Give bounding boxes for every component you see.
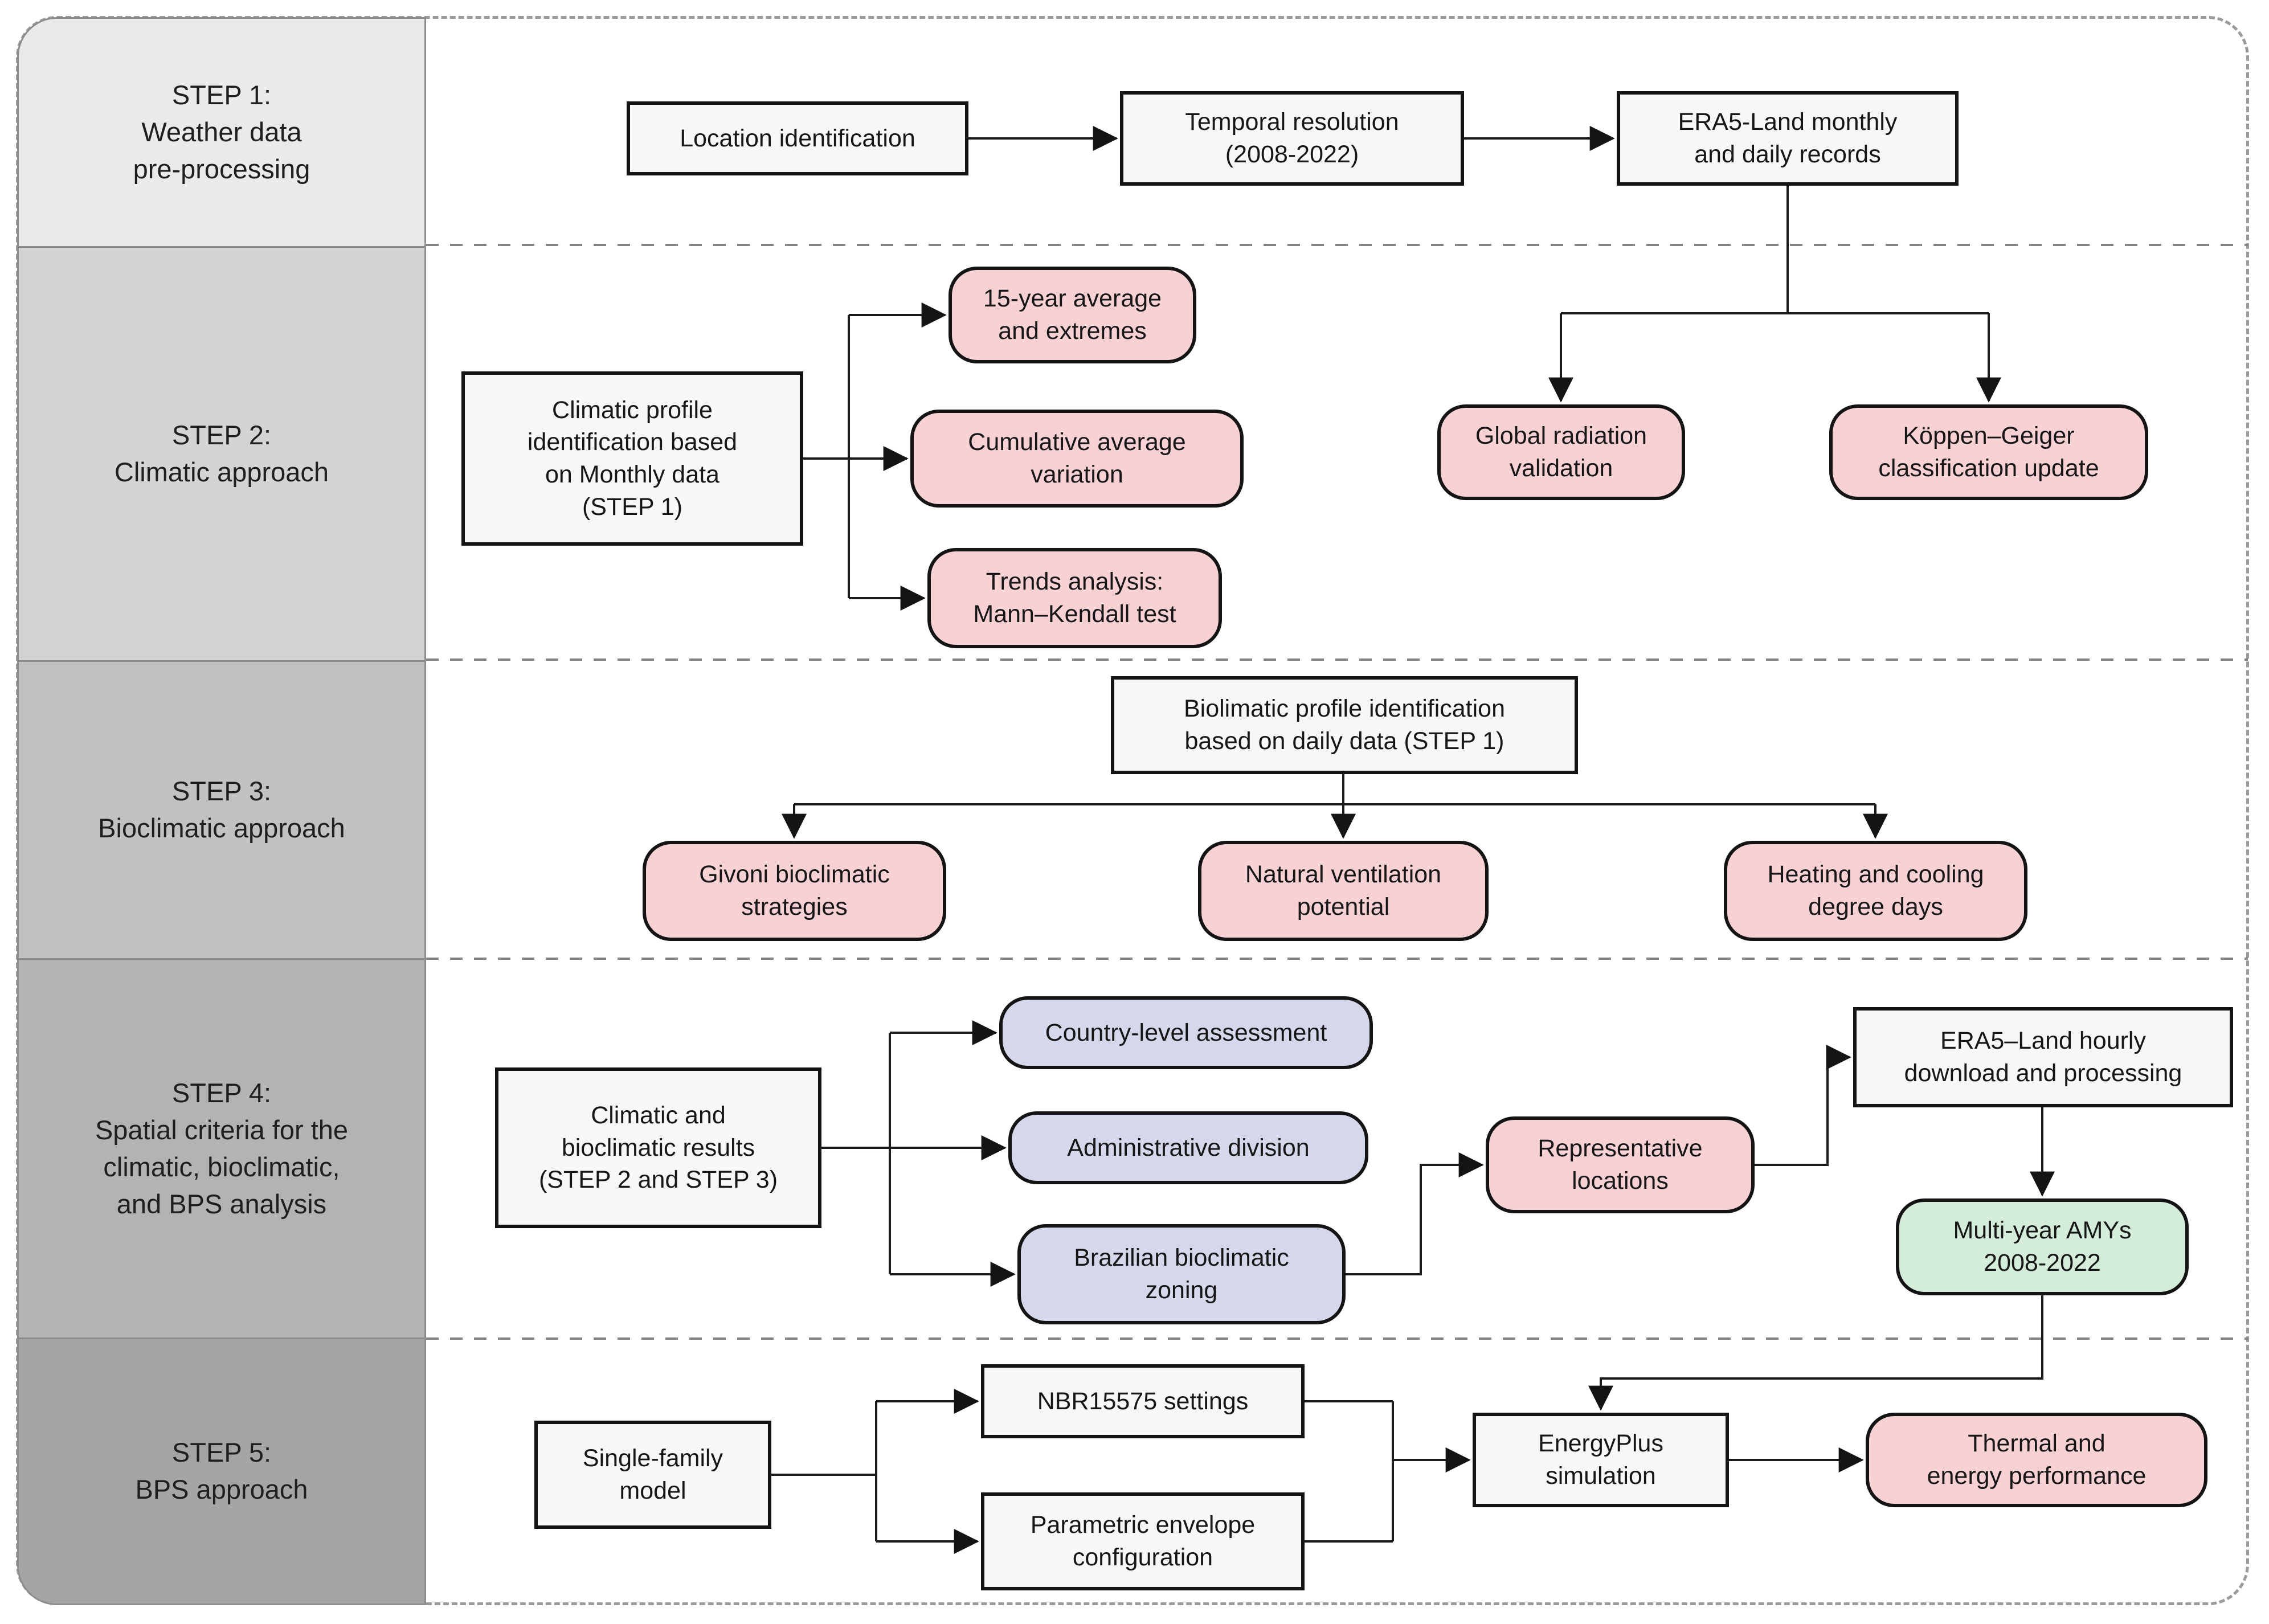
node-temporal-resolution: Temporal resolution (2008-2022) <box>1120 91 1464 186</box>
node-parametric-envelope-configuration: Parametric envelope configuration <box>981 1492 1305 1590</box>
step-4-band: STEP 4: Spatial criteria for the climati… <box>19 958 424 1338</box>
node-climatic-profile-identification: Climatic profile identification based on… <box>461 371 803 546</box>
step-label-column: STEP 1: Weather data pre-processing STEP… <box>17 17 426 1605</box>
node-location-identification: Location identification <box>627 101 968 175</box>
node-givoni-bioclimatic-strategies: Givoni bioclimatic strategies <box>643 841 946 941</box>
node-era5-land-monthly: ERA5-Land monthly and daily records <box>1617 91 1959 186</box>
node-natural-ventilation-potential: Natural ventilation potential <box>1198 841 1489 941</box>
row-dividers <box>426 244 2248 1340</box>
node-country-level-assessment: Country-level assessment <box>999 996 1373 1069</box>
node-global-radiation-validation: Global radiation validation <box>1437 404 1685 500</box>
node-nbr15575-settings: NBR15575 settings <box>981 1364 1305 1438</box>
node-15-year-average-extremes: 15-year average and extremes <box>949 267 1196 363</box>
node-representative-locations: Representative locations <box>1486 1116 1755 1213</box>
node-administrative-division: Administrative division <box>1008 1111 1368 1184</box>
step-1-band: STEP 1: Weather data pre-processing <box>19 19 424 247</box>
step-3-band: STEP 3: Bioclimatic approach <box>19 660 424 959</box>
node-era5-land-hourly: ERA5–Land hourly download and processing <box>1853 1007 2233 1107</box>
node-koppen-geiger-classification: Köppen–Geiger classification update <box>1829 404 2148 500</box>
node-brazilian-bioclimatic-zoning: Brazilian bioclimatic zoning <box>1017 1224 1346 1324</box>
node-bioclimatic-profile-identification: Biolimatic profile identification based … <box>1111 676 1578 774</box>
node-thermal-energy-performance: Thermal and energy performance <box>1866 1413 2207 1507</box>
node-single-family-model: Single-family model <box>534 1421 771 1529</box>
node-heating-cooling-degree-days: Heating and cooling degree days <box>1724 841 2027 941</box>
step-2-band: STEP 2: Climatic approach <box>19 246 424 660</box>
step-5-band: STEP 5: BPS approach <box>19 1337 424 1603</box>
flow-arrows <box>771 126 2055 1554</box>
node-climatic-bioclimatic-results: Climatic and bioclimatic results (STEP 2… <box>495 1067 821 1228</box>
node-cumulative-average-variation: Cumulative average variation <box>910 410 1244 508</box>
node-trends-analysis-mann-kendall: Trends analysis: Mann–Kendall test <box>927 548 1222 648</box>
node-energyplus-simulation: EnergyPlus simulation <box>1473 1413 1729 1507</box>
node-multi-year-amys: Multi-year AMYs 2008-2022 <box>1896 1198 2189 1295</box>
